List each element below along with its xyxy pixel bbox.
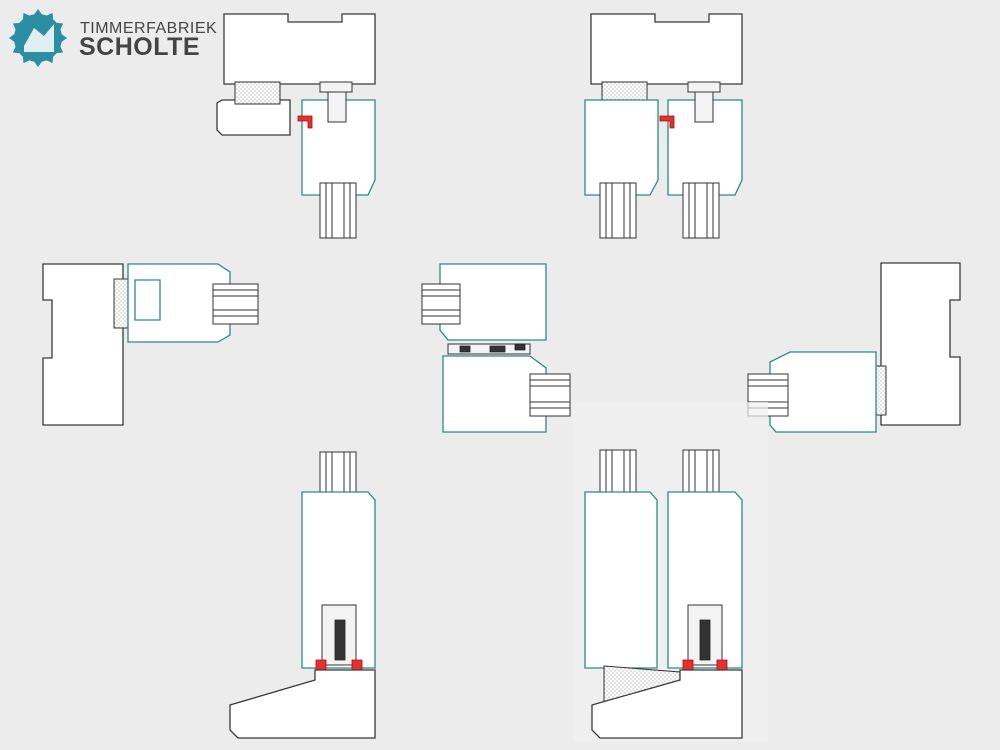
lock-cylinder xyxy=(334,619,346,661)
sill-section-double xyxy=(584,449,743,739)
frame-profile xyxy=(590,13,743,85)
glazing-unit xyxy=(212,283,259,325)
head-section-single xyxy=(216,13,376,239)
weather-seal xyxy=(659,115,675,129)
jamb-section-right xyxy=(747,262,961,433)
lock-hardware xyxy=(327,91,347,123)
hardware-groove xyxy=(134,279,161,321)
frame-profile xyxy=(223,13,376,85)
locking-cams xyxy=(459,343,526,353)
glazing-unit-lower xyxy=(529,373,571,417)
insulation-strip xyxy=(234,81,281,105)
brand-name-top: TIMMERFABRIEK xyxy=(80,20,218,37)
sash-profile xyxy=(301,491,376,669)
frame-profile xyxy=(42,263,124,426)
lower-frame-profile xyxy=(216,99,291,136)
glazing-unit-left xyxy=(599,182,637,239)
glazing-unit-upper xyxy=(421,283,461,325)
lock-hardware xyxy=(694,91,714,123)
left-sash-profile xyxy=(584,99,659,196)
brand-logo: TIMMERFABRIEK SCHOLTE xyxy=(8,8,223,68)
hinge-hardware xyxy=(687,81,721,93)
frame-profile xyxy=(880,262,961,426)
lock-cylinder xyxy=(699,619,711,661)
right-sash-profile xyxy=(667,491,743,669)
saw-blade-logo-icon xyxy=(9,9,67,67)
glazing-unit xyxy=(319,182,357,239)
jamb-section-left xyxy=(42,263,259,426)
right-sash-profile xyxy=(667,99,743,196)
sill-profile xyxy=(591,669,743,739)
glazing-unit-right xyxy=(682,182,720,239)
meeting-stile-section xyxy=(421,263,571,433)
sash-profile xyxy=(769,351,877,433)
brand-name-main: SCHOLTE xyxy=(79,33,201,61)
sill-section-single xyxy=(229,451,376,739)
weather-seal xyxy=(297,115,313,129)
insulation-strip xyxy=(113,278,130,329)
head-section-double xyxy=(584,13,743,239)
left-sash-profile xyxy=(584,491,658,669)
sash-profile xyxy=(301,99,376,196)
hinge-hardware xyxy=(319,81,353,93)
sill-profile xyxy=(229,669,376,739)
